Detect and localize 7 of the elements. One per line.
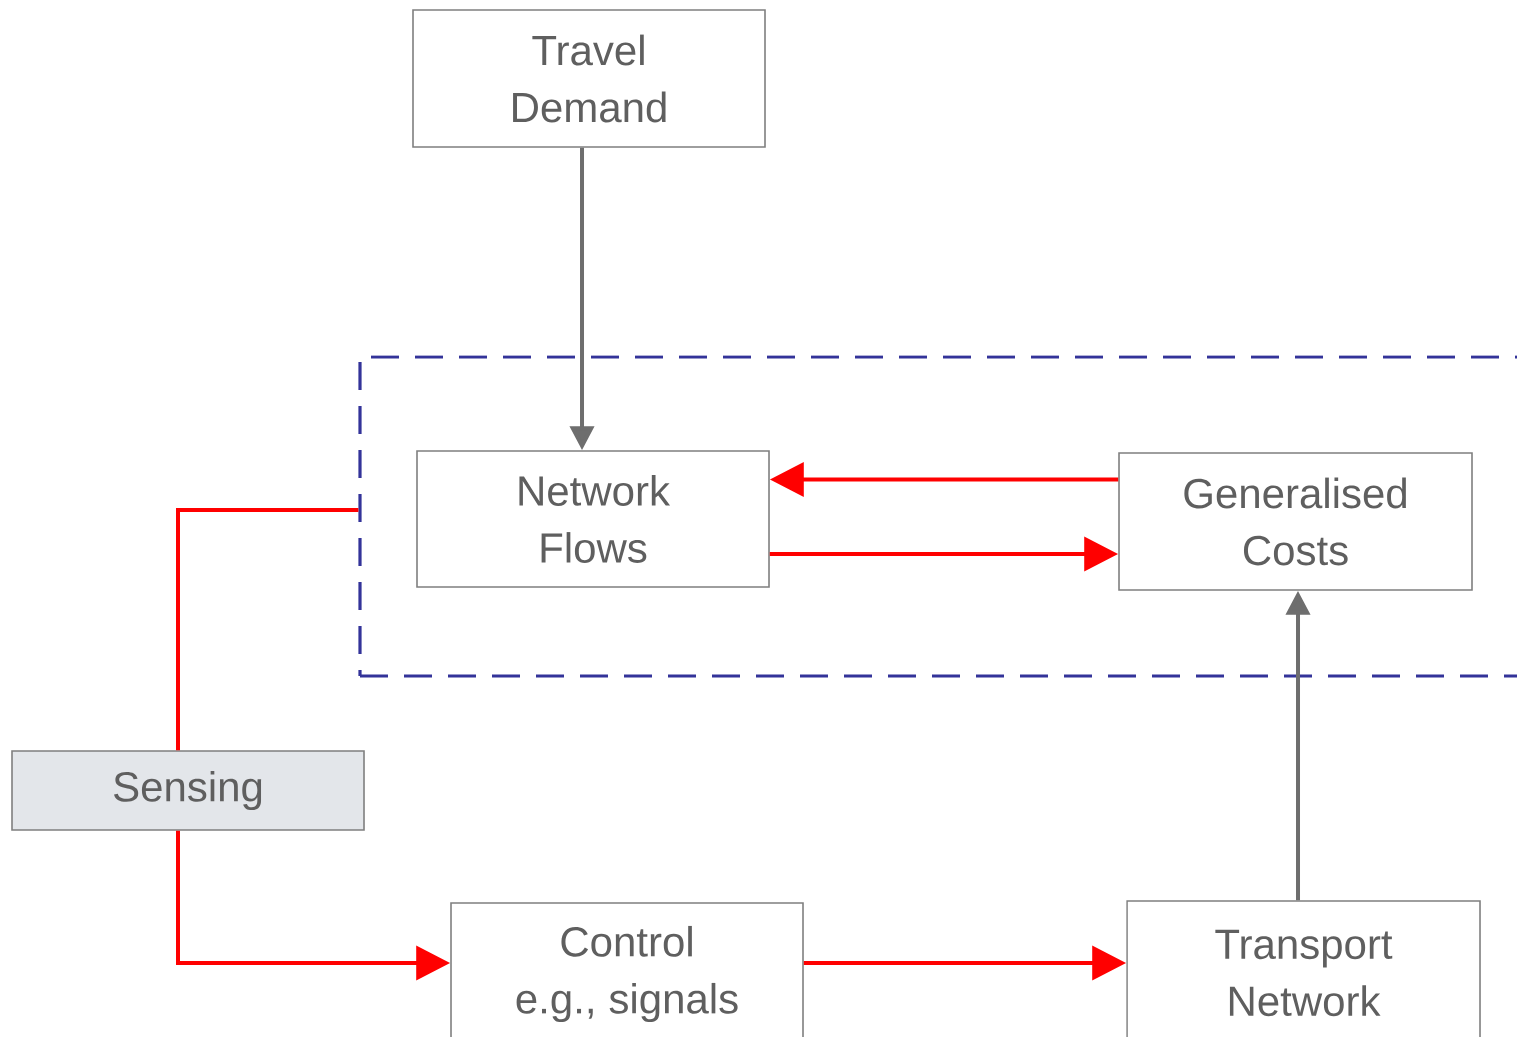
process-box: Transport Network (1126, 900, 1481, 1037)
process-box: Network Flows (416, 450, 770, 588)
process-box: Sensing (11, 750, 365, 831)
process-box: Generalised Costs (1118, 452, 1473, 591)
process-box: Control e.g., signals (450, 902, 804, 1037)
process-box: Travel Demand (412, 9, 766, 148)
dashed-region (358, 355, 1517, 678)
